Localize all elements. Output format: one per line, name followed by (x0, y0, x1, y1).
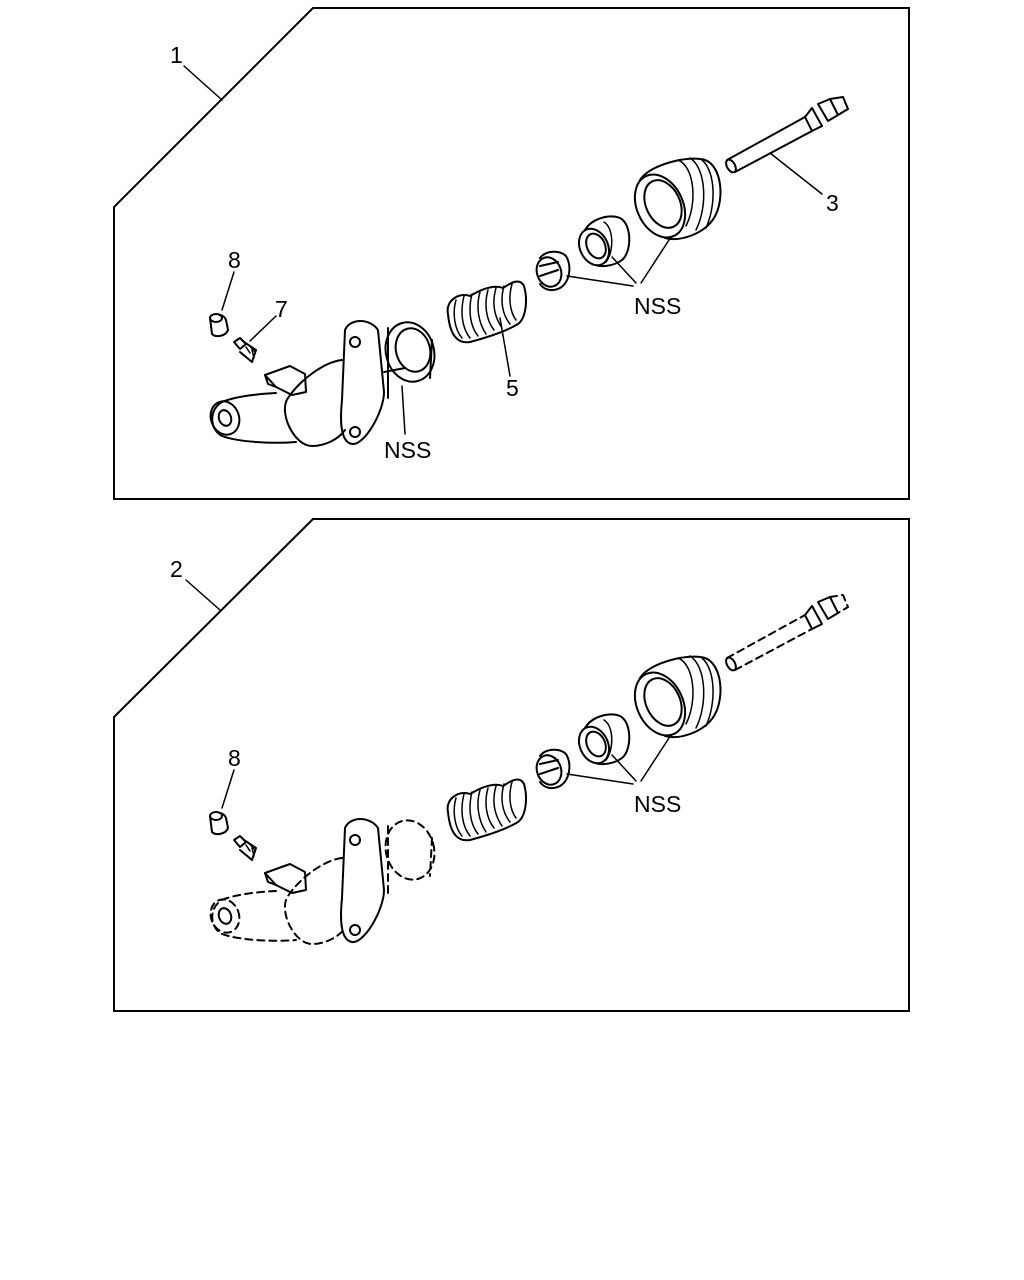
cup-seal (577, 215, 631, 268)
piston-2 (535, 748, 571, 790)
panel-1: 1 3 (113, 7, 910, 500)
callout-8-panel-2-leader (221, 769, 235, 809)
callout-7: 7 (275, 296, 288, 322)
return-spring-2 (446, 778, 527, 842)
callout-nss-upper: NSS (634, 293, 681, 319)
cylinder-body (209, 320, 436, 447)
panel-1-label: 1 (170, 42, 183, 68)
dust-boot (633, 157, 722, 240)
callout-nss-lower: NSS (384, 437, 431, 463)
piston (535, 250, 571, 292)
dust-boot-2 (633, 655, 722, 738)
panel-2: 2 NSS (113, 518, 910, 1012)
bleeder-cap (209, 313, 229, 338)
callout-nss-upper-leaders (566, 239, 670, 287)
callout-nss-lower-leader (401, 385, 406, 435)
callout-3: 3 (826, 190, 839, 216)
panel-1-frame (113, 7, 910, 500)
cylinder-body-dashed (209, 818, 436, 945)
callout-8-panel-2: 8 (228, 745, 241, 771)
panel-1-leader (183, 65, 223, 101)
panel-2-frame (113, 518, 910, 1012)
callout-5: 5 (506, 375, 519, 401)
callout-8-leader (221, 271, 235, 311)
push-rod-dashed (725, 594, 849, 672)
cup-seal-2 (577, 713, 631, 766)
panel-2-label: 2 (170, 556, 183, 582)
callout-5-leader (499, 317, 511, 377)
return-spring (446, 280, 527, 344)
callout-nss-2-leaders (566, 737, 670, 785)
push-rod (725, 96, 849, 174)
callout-7-leader (249, 315, 277, 342)
callout-3-leader (769, 152, 823, 195)
bleeder-screw-2 (233, 835, 257, 861)
panel-2-leader (185, 579, 221, 611)
callout-nss-2: NSS (634, 791, 681, 817)
bleeder-cap-2 (209, 811, 229, 836)
bleeder-screw (233, 337, 257, 363)
callout-8: 8 (228, 247, 241, 273)
